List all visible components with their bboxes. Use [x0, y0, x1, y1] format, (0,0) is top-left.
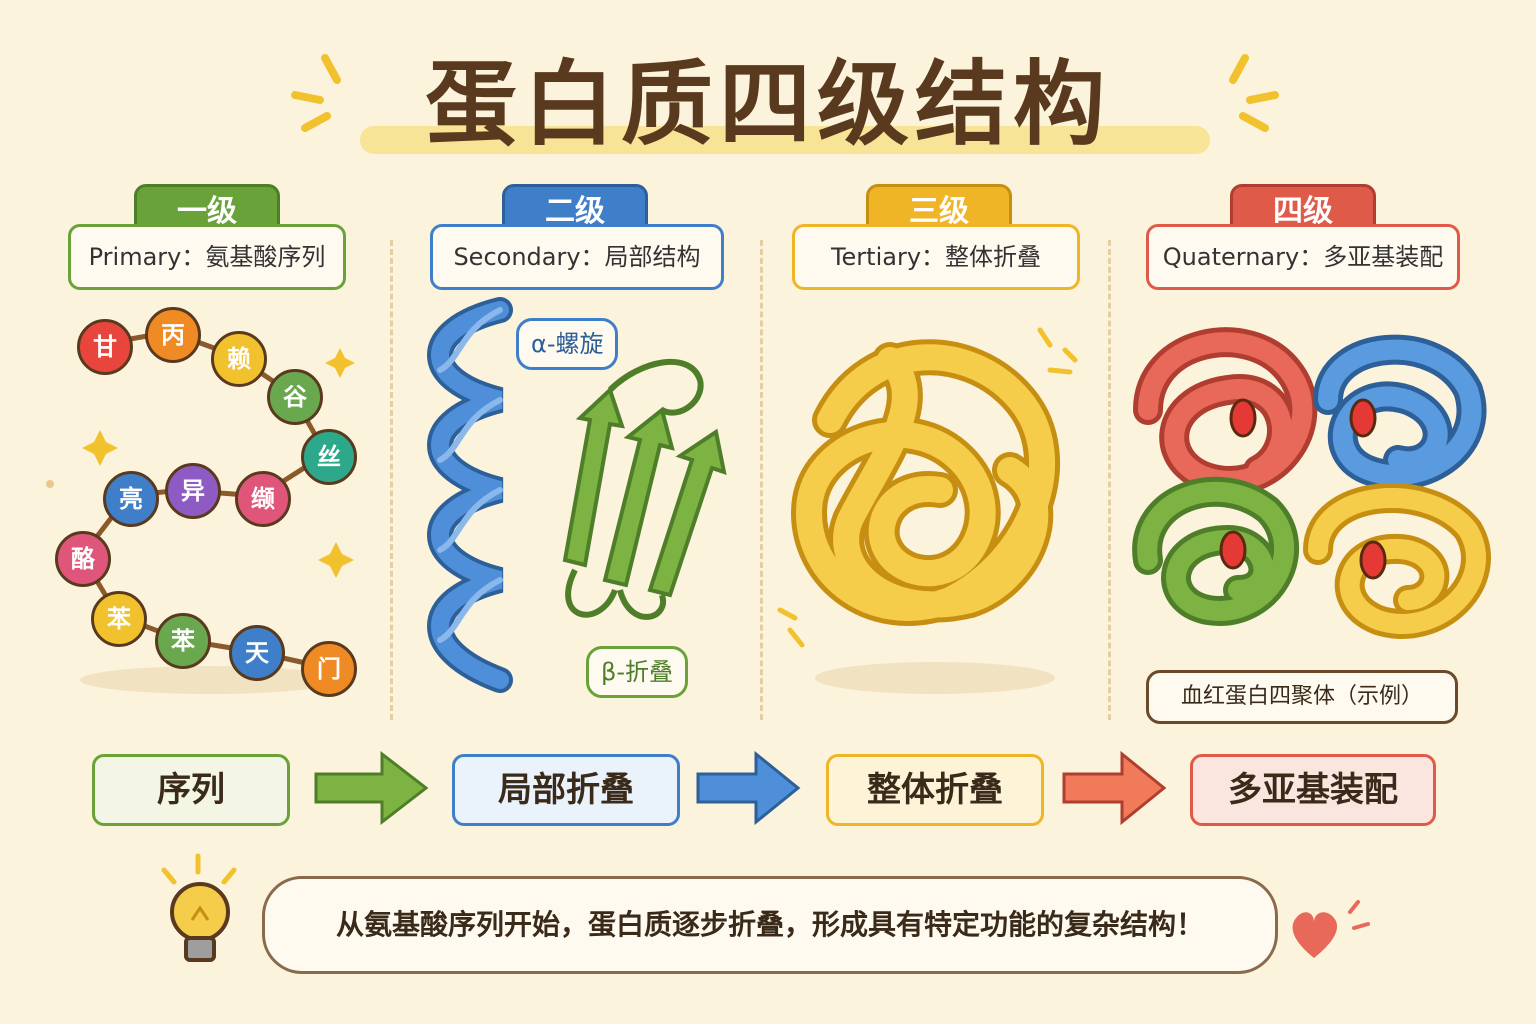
flow-step-global-fold: 整体折叠 — [826, 754, 1044, 826]
lightbulb-icon — [161, 853, 237, 962]
subtitle-secondary: Secondary：局部结构 — [430, 224, 724, 290]
amino-acid-bead: 丙 — [145, 307, 201, 363]
sparkle-icon — [1229, 54, 1279, 132]
amino-acid-bead: 酪 — [55, 531, 111, 587]
arrow-right-icon — [696, 750, 801, 826]
column-divider — [760, 240, 763, 720]
subtitle-tertiary: Tertiary：整体折叠 — [792, 224, 1080, 290]
tertiary-fold-illustration — [777, 327, 1078, 694]
amino-acid-bead: 苯 — [155, 613, 211, 669]
amino-acid-bead: 苯 — [91, 591, 147, 647]
subtitle-quaternary: Quaternary：多亚基装配 — [1146, 224, 1460, 290]
quaternary-assembly-illustration — [1132, 327, 1491, 639]
column-divider — [390, 240, 393, 720]
flow-step-sequence: 序列 — [92, 754, 290, 826]
arrow-right-icon — [1062, 750, 1167, 826]
amino-acid-bead: 亮 — [103, 471, 159, 527]
arrow-right-icon — [314, 750, 429, 826]
heme-group-icon — [1219, 398, 1387, 580]
title-highlight — [360, 126, 1210, 154]
heart-icon — [1292, 900, 1370, 958]
amino-acid-bead: 谷 — [267, 369, 323, 425]
beta-sheet-label: β-折叠 — [586, 646, 688, 698]
amino-acid-bead: 门 — [301, 641, 357, 697]
flow-step-local-fold: 局部折叠 — [452, 754, 680, 826]
amino-acid-bead: 丝 — [301, 429, 357, 485]
amino-acid-bead: 天 — [229, 625, 285, 681]
amino-acid-bead: 异 — [165, 463, 221, 519]
page-title: 蛋白质四级结构 — [424, 51, 1111, 158]
quaternary-caption: 血红蛋白四聚体（示例） — [1146, 670, 1458, 724]
sparkle-icon — [291, 54, 341, 132]
amino-acid-bead: 赖 — [211, 331, 267, 387]
amino-acid-bead: 缬 — [235, 471, 291, 527]
alpha-helix-label: α-螺旋 — [516, 318, 619, 370]
subtitle-primary: Primary：氨基酸序列 — [68, 224, 346, 290]
flow-step-assembly: 多亚基装配 — [1190, 754, 1436, 826]
alpha-helix-illustration — [427, 297, 727, 693]
summary-bubble: 从氨基酸序列开始，蛋白质逐步折叠，形成具有特定功能的复杂结构！ — [262, 876, 1278, 974]
column-divider — [1108, 240, 1111, 720]
amino-acid-bead: 甘 — [77, 319, 133, 375]
